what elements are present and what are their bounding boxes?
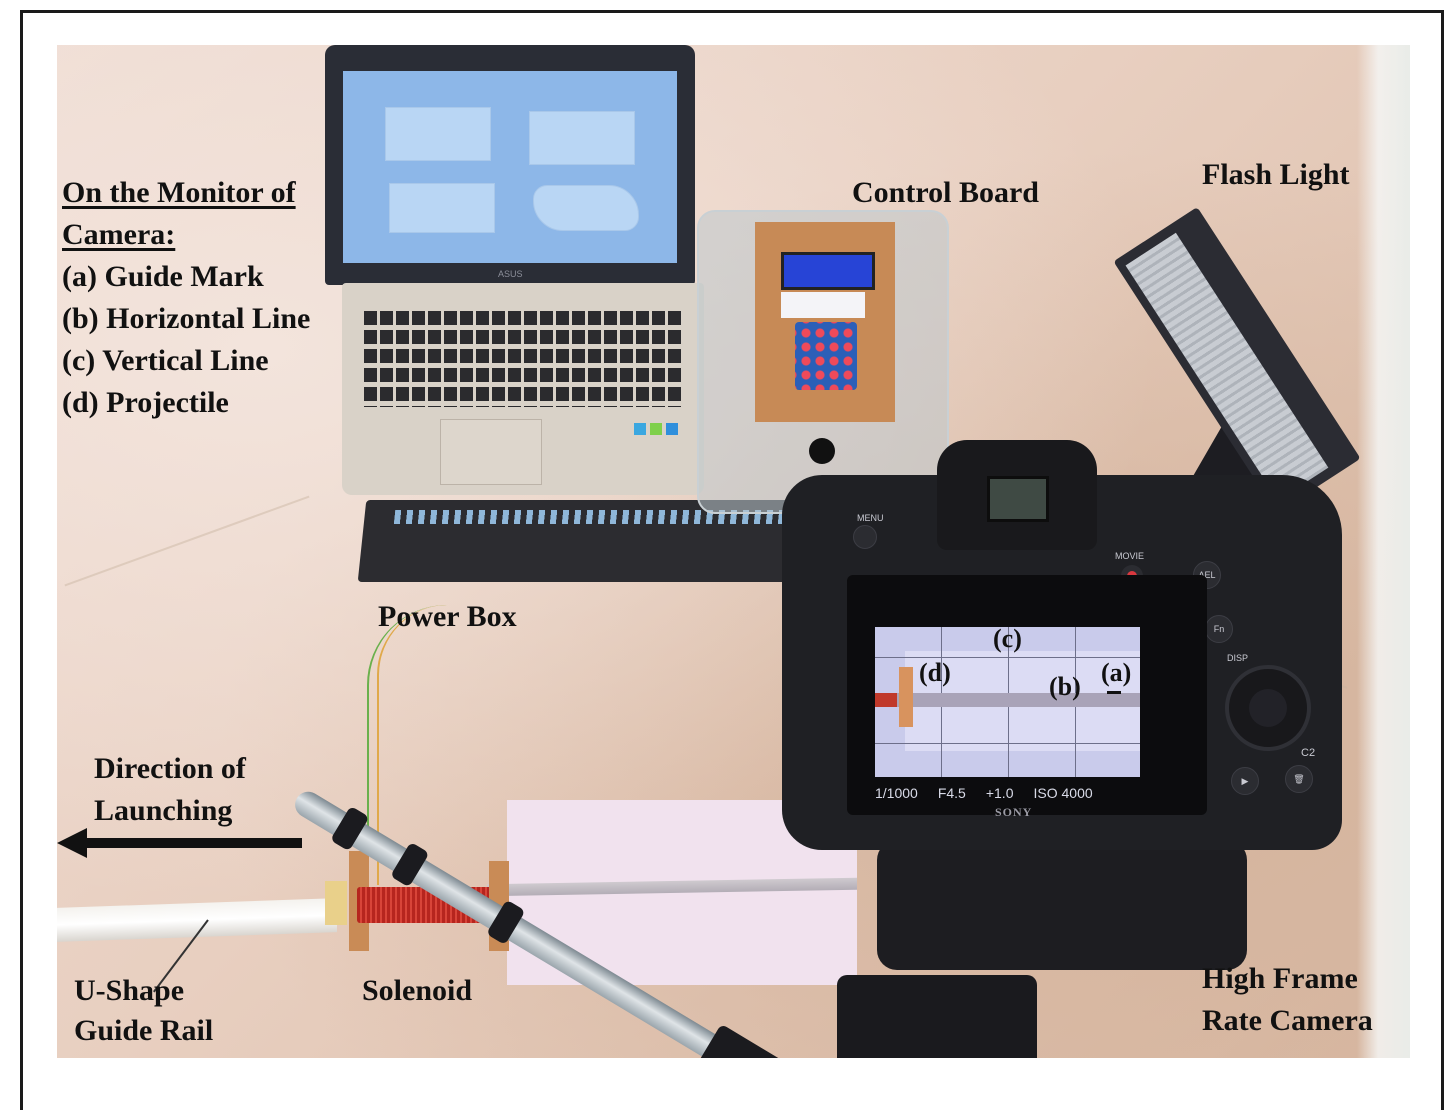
circuit-board bbox=[755, 222, 895, 422]
legend-item-b: (b) Horizontal Line bbox=[62, 302, 311, 335]
aperture: F4.5 bbox=[937, 785, 966, 801]
label-strip bbox=[781, 292, 865, 318]
camera-lcd: (c) (d) (b) (a) 1/1000 F4.5 +1.0 ISO 400… bbox=[847, 575, 1207, 819]
menu-label: MENU bbox=[857, 513, 884, 523]
camera-hud: 1/1000 F4.5 +1.0 ISO 4000 bbox=[875, 785, 1175, 803]
sticker-icon bbox=[666, 423, 678, 435]
camera-brand: SONY bbox=[995, 805, 1033, 819]
power-box-label: Power Box bbox=[378, 600, 517, 633]
wall-edge bbox=[1357, 45, 1410, 1058]
marker-d: (d) bbox=[919, 658, 951, 687]
laptop-keyboard-deck bbox=[342, 283, 704, 495]
shutter-speed: 1/1000 bbox=[875, 785, 918, 801]
setup-photo: ASUS bbox=[57, 45, 1410, 1058]
dial-center bbox=[1249, 689, 1287, 727]
laptop-screen bbox=[343, 71, 677, 263]
touchpad bbox=[440, 419, 542, 485]
marker-b: (b) bbox=[1049, 672, 1081, 701]
connector bbox=[325, 881, 347, 925]
wire bbox=[377, 605, 509, 885]
control-board-enclosure bbox=[697, 210, 949, 514]
lcd-display bbox=[781, 252, 875, 290]
guide-mark bbox=[1107, 691, 1121, 694]
direction-label-line1: Direction of bbox=[94, 752, 246, 785]
grid-line bbox=[875, 657, 1140, 658]
sticker-icon bbox=[634, 423, 646, 435]
marker-c: (c) bbox=[993, 627, 1022, 653]
laptop-lid: ASUS bbox=[325, 45, 695, 285]
disp-label: DISP bbox=[1227, 653, 1249, 663]
sticker-icon bbox=[650, 423, 662, 435]
flash-light-label: Flash Light bbox=[1202, 158, 1350, 191]
direction-label-line2: Launching bbox=[94, 794, 233, 827]
knob-icon bbox=[809, 438, 835, 464]
arrow-left-icon bbox=[57, 828, 87, 858]
tripod-leg bbox=[837, 975, 1037, 1058]
camera-label-line2: Rate Camera bbox=[1202, 1004, 1373, 1037]
screen-chart bbox=[529, 111, 635, 165]
keyboard-rows bbox=[364, 311, 684, 407]
delete-button: 🗑 bbox=[1285, 765, 1313, 793]
fn-button: Fn bbox=[1205, 615, 1233, 643]
wire bbox=[367, 605, 529, 895]
control-dial bbox=[1225, 665, 1311, 751]
iso: ISO 4000 bbox=[1033, 785, 1093, 801]
screen-chart bbox=[385, 107, 491, 161]
coil-in-view bbox=[875, 693, 897, 707]
rail-in-view bbox=[875, 693, 1140, 707]
camera-label-line1: High Frame bbox=[1202, 962, 1358, 995]
laptop-brand: ASUS bbox=[498, 269, 523, 279]
live-view: (c) (d) (b) (a) bbox=[875, 627, 1140, 777]
playback-button: ▶ bbox=[1231, 767, 1259, 795]
marker-a: (a) bbox=[1101, 658, 1132, 687]
keypad-icon bbox=[795, 322, 857, 390]
clip-icon bbox=[330, 805, 370, 852]
grid-line bbox=[875, 743, 1140, 744]
movie-label: MOVIE bbox=[1115, 551, 1145, 561]
viewfinder bbox=[937, 440, 1097, 550]
solenoid-label: Solenoid bbox=[362, 974, 473, 1007]
screen-chart bbox=[533, 185, 639, 231]
legend-item-c: (c) Vertical Line bbox=[62, 344, 269, 377]
tile-seam bbox=[64, 495, 310, 587]
legend-item-d: (d) Projectile bbox=[62, 386, 229, 419]
screen-chart bbox=[389, 183, 495, 233]
c2-label: C2 bbox=[1301, 747, 1316, 759]
exposure-compensation: +1.0 bbox=[985, 785, 1014, 801]
direction-arrow-shaft bbox=[82, 838, 302, 848]
legend-item-a: (a) Guide Mark bbox=[62, 260, 264, 293]
pole-grip bbox=[695, 1023, 799, 1058]
control-board-label: Control Board bbox=[852, 176, 1039, 209]
legend-title-line1: On the Monitor of bbox=[62, 176, 296, 209]
legend-title-line2: Camera: bbox=[62, 218, 176, 251]
projectile bbox=[899, 667, 913, 727]
menu-button bbox=[853, 525, 877, 549]
rail-label-line2: Guide Rail bbox=[74, 1014, 214, 1047]
viewfinder-glass bbox=[987, 476, 1049, 522]
rail-label-line1: U-Shape bbox=[74, 974, 185, 1007]
tripod-head bbox=[877, 840, 1247, 970]
